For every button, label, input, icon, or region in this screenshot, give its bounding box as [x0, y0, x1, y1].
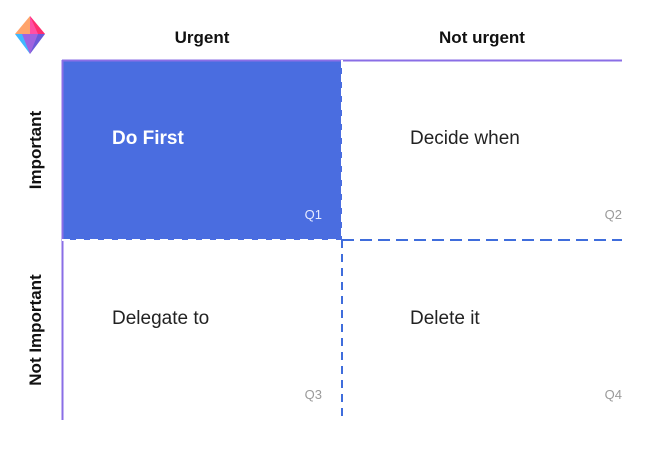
- quadrant-q2[interactable]: Decide when Q2: [342, 60, 622, 240]
- quadrant-id: Q4: [604, 387, 622, 402]
- quadrant-q1[interactable]: Do First Q1: [62, 60, 342, 240]
- quadrant-label: Delete it: [410, 308, 480, 329]
- quadrant-id: Q2: [604, 207, 622, 222]
- quadrant-q4[interactable]: Delete it Q4: [342, 240, 622, 420]
- logo-icon: [15, 16, 45, 54]
- quadrant-label: Decide when: [410, 128, 520, 149]
- quadrant-id: Q1: [304, 207, 322, 222]
- quadrant-id: Q3: [304, 387, 322, 402]
- quadrant-label: Do First: [112, 128, 184, 149]
- quadrant-q3[interactable]: Delegate to Q3: [62, 240, 342, 420]
- column-header-not-urgent: Not urgent: [439, 28, 525, 47]
- quadrant-label: Delegate to: [112, 308, 210, 329]
- column-header-urgent: Urgent: [174, 28, 230, 47]
